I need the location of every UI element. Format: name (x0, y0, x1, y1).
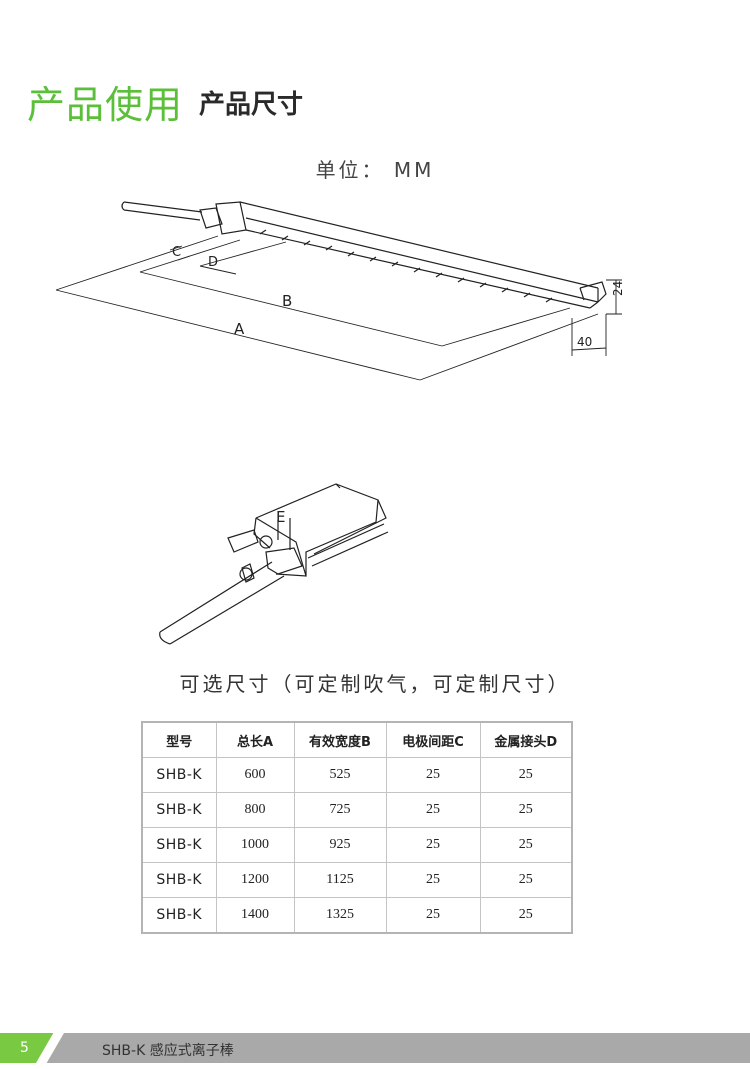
cell-model: SHB-K (141, 792, 217, 828)
dim-label-width: 40 (577, 335, 592, 349)
dim-label-b: B (282, 292, 292, 310)
cell-metal-connector: 25 (479, 862, 573, 898)
cell-total-length: 800 (215, 792, 295, 828)
header-total-length: 总长A (215, 721, 295, 758)
cell-total-length: 1000 (215, 827, 295, 863)
cell-total-length: 1200 (215, 862, 295, 898)
cell-electrode-spacing: 25 (385, 827, 481, 863)
dim-label-d: D (208, 255, 218, 270)
header-electrode-spacing: 电极间距C (385, 721, 481, 758)
cell-electrode-spacing: 25 (385, 792, 481, 828)
cell-model: SHB-K (141, 862, 217, 898)
cell-effective-width: 1325 (293, 897, 387, 934)
dim-label-a: A (234, 320, 245, 338)
footer-product-name: SHB-K 感应式离子棒 (102, 1043, 234, 1059)
page-subtitle: 产品尺寸 (199, 90, 304, 120)
cell-model: SHB-K (141, 827, 217, 863)
cell-metal-connector: 25 (479, 757, 573, 793)
cell-electrode-spacing: 25 (385, 897, 481, 934)
page-number: 5 (20, 1040, 29, 1056)
page-title: 产品使用 (27, 83, 184, 127)
ion-bar-dimension-drawing: A B C D 24 40 (55, 201, 625, 381)
cell-electrode-spacing: 25 (385, 757, 481, 793)
cell-metal-connector: 25 (479, 897, 573, 934)
dim-label-e: E (276, 508, 285, 526)
end-connector-detail-drawing: E (159, 483, 389, 645)
cell-electrode-spacing: 25 (385, 862, 481, 898)
table-row: SHB-K 1000 925 25 25 (141, 827, 573, 863)
table-row: SHB-K 800 725 25 25 (141, 792, 573, 828)
cell-effective-width: 1125 (293, 862, 387, 898)
header-effective-width: 有效宽度B (293, 721, 387, 758)
cell-model: SHB-K (141, 757, 217, 793)
table-row: SHB-K 600 525 25 25 (141, 757, 573, 793)
header-model: 型号 (141, 721, 217, 758)
dim-label-c: C (172, 245, 181, 260)
cell-model: SHB-K (141, 897, 217, 934)
table-row: SHB-K 1400 1325 25 25 (141, 897, 573, 934)
cell-effective-width: 525 (293, 757, 387, 793)
size-options-caption: 可选尺寸（可定制吹气，可定制尺寸） (179, 672, 571, 696)
cell-total-length: 600 (215, 757, 295, 793)
footer-bar (0, 1033, 750, 1063)
cell-total-length: 1400 (215, 897, 295, 934)
table-header-row: 型号 总长A 有效宽度B 电极间距C 金属接头D (141, 721, 573, 758)
header-metal-connector: 金属接头D (479, 721, 573, 758)
dim-label-height: 24 (611, 281, 625, 296)
cell-metal-connector: 25 (479, 827, 573, 863)
cell-effective-width: 725 (293, 792, 387, 828)
table-row: SHB-K 1200 1125 25 25 (141, 862, 573, 898)
unit-label: 单位： MM (315, 158, 435, 182)
page-footer: 5 SHB-K 感应式离子棒 (0, 1033, 750, 1063)
cell-metal-connector: 25 (479, 792, 573, 828)
size-table: 型号 总长A 有效宽度B 电极间距C 金属接头D SHB-K 600 525 2… (141, 721, 573, 934)
cell-effective-width: 925 (293, 827, 387, 863)
